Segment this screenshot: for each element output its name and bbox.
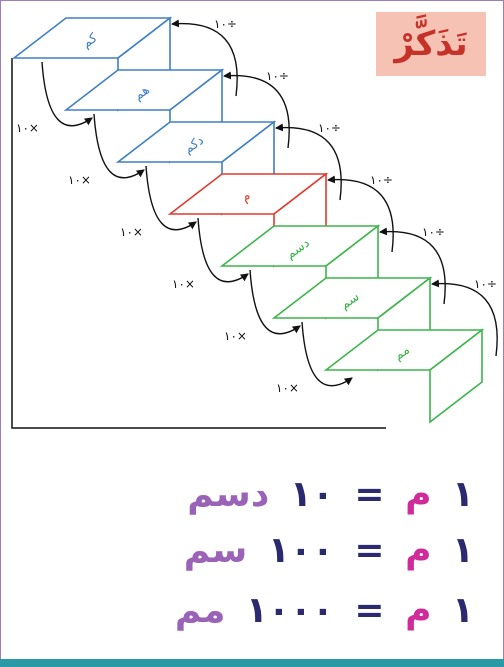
divide-label: ١٠÷	[318, 121, 341, 135]
equation-equals: =	[354, 590, 385, 631]
multiply-arrow-line	[145, 165, 197, 231]
multiply-label: ١٠×	[16, 121, 39, 135]
step-front-face	[429, 328, 483, 424]
divide-arrow-line	[223, 71, 290, 149]
bottom-bar	[0, 659, 504, 667]
multiply-label: ١٠×	[276, 381, 299, 395]
equation-unit-right: مم	[174, 590, 226, 631]
divide-arrow: ١٠÷	[327, 173, 394, 253]
multiply-arrow-line	[301, 321, 353, 387]
divide-arrow: ١٠÷	[275, 121, 342, 201]
equation-equals: =	[354, 530, 385, 571]
multiply-label: ١٠×	[172, 277, 195, 291]
staircase-outline	[11, 58, 386, 429]
divide-arrow-line	[379, 227, 446, 305]
multiply-arrow-line	[249, 269, 301, 335]
multiply-arrow: ١٠×	[120, 165, 197, 239]
multiply-label: ١٠×	[120, 225, 143, 239]
remember-badge: تَذَكَّرْ	[376, 12, 486, 76]
divide-arrow-line	[327, 175, 394, 253]
multiply-arrow: ١٠×	[68, 113, 145, 187]
divide-label: ١٠÷	[214, 17, 237, 31]
multiply-arrow-line	[93, 113, 145, 179]
equation-unit-right: دسم	[187, 474, 270, 515]
equation-one: ١	[452, 590, 474, 631]
equation-unit-right: سم	[183, 530, 248, 571]
divide-label: ١٠÷	[474, 277, 497, 291]
divide-arrow-line	[431, 279, 498, 357]
divide-label: ١٠÷	[266, 69, 289, 83]
divide-arrow: ١٠÷	[379, 225, 446, 305]
equation-number: ١٠	[289, 474, 334, 515]
equation-row-2: ١ م = ١٠٠ سم	[180, 530, 478, 571]
step-7: مم	[323, 328, 485, 424]
divide-arrow: ١٠÷	[431, 277, 498, 357]
multiply-label: ١٠×	[224, 329, 247, 343]
equation-row-1: ١ م = ١٠ دسم	[183, 474, 478, 515]
equation-equals: =	[354, 474, 385, 515]
equation-row-3: ١ م = ١٠٠٠ مم	[171, 590, 478, 631]
divide-arrow: ١٠÷	[171, 17, 238, 97]
divide-arrow: ١٠÷	[223, 69, 290, 149]
multiply-arrow: ١٠×	[16, 61, 93, 135]
equation-one: ١	[452, 474, 474, 515]
equation-one: ١	[452, 530, 474, 571]
multiply-arrow-line	[41, 61, 93, 127]
equation-unit-left: م	[405, 530, 432, 571]
divide-arrow-line	[275, 123, 342, 201]
divide-label: ١٠÷	[370, 173, 393, 187]
equation-unit-left: م	[405, 590, 432, 631]
equation-number: ١٠٠٠	[245, 590, 334, 631]
divide-label: ١٠÷	[422, 225, 445, 239]
multiply-arrow-line	[197, 217, 249, 283]
remember-label: تَذَكَّرْ	[394, 24, 468, 64]
multiply-arrow: ١٠×	[172, 217, 249, 291]
step-3: دكم	[115, 120, 277, 216]
step-2: هم	[63, 68, 225, 164]
multiply-arrow: ١٠×	[276, 321, 353, 395]
equation-unit-left: م	[405, 474, 432, 515]
step-label: مم	[391, 343, 412, 364]
divide-arrow-line	[171, 19, 238, 97]
step-label: هم	[131, 82, 152, 103]
equation-number: ١٠٠	[267, 530, 334, 571]
multiply-arrow: ١٠×	[224, 269, 301, 343]
multiply-label: ١٠×	[68, 173, 91, 187]
